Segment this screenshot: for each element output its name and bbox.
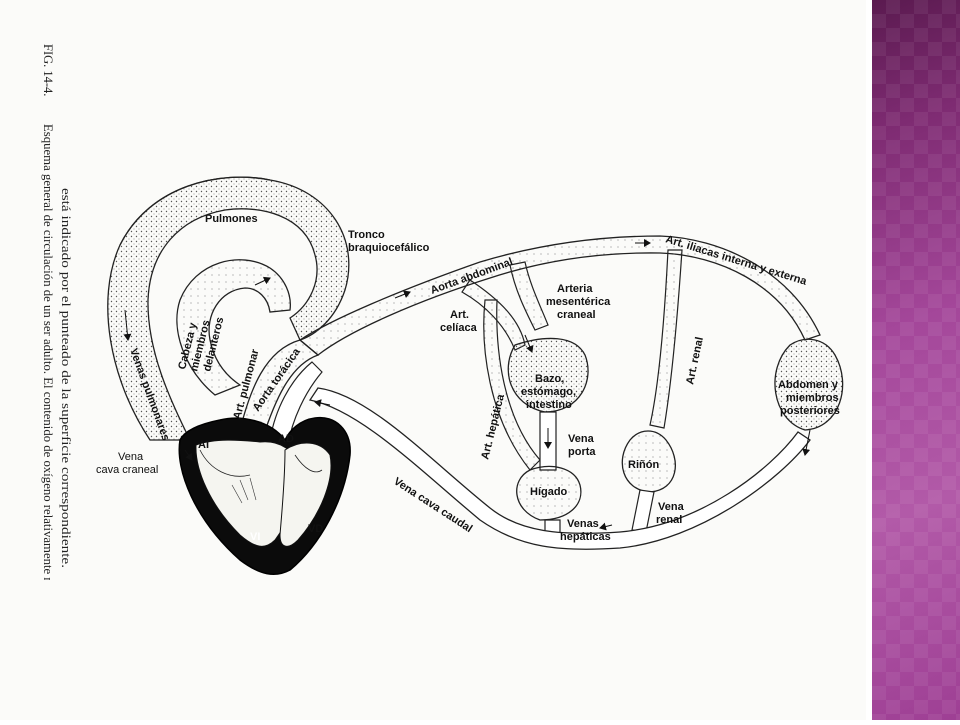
label-tronco-1: Tronco (348, 229, 385, 241)
label-vena-cava-craneal-1: Vena (118, 451, 144, 463)
label-higado: Hígado (530, 486, 568, 498)
label-pulmones: Pulmones (205, 213, 258, 225)
label-bazo-3: intestino (526, 399, 572, 411)
diagram-svg: Pulmones Tronco braquiocefálico Cabeza y… (96, 176, 844, 576)
caption-svg: FIG. 14-4. Esquema general de circulació… (41, 44, 73, 611)
spleen-organ (507, 337, 589, 413)
label-venas-hepaticas-2: hepáticas (560, 531, 611, 543)
label-bazo-2: estómago, (521, 386, 576, 398)
decorative-side-panel (866, 0, 960, 720)
label-vi: VI (250, 531, 260, 543)
label-tronco-2: braquiocefálico (348, 242, 430, 254)
label-ai: AI (198, 439, 209, 451)
label-arteria-1: Arteria (557, 283, 593, 295)
label-ad: AD (278, 433, 294, 445)
label-vena-cava-craneal-2: cava craneal (96, 464, 158, 476)
caption-line2: está indicado por el punteado de la supe… (59, 188, 73, 568)
label-vena-renal-2: renal (656, 514, 682, 526)
abdomen-organ (774, 338, 844, 431)
label-vena-porta-1: Vena (568, 433, 595, 445)
label-art-celiaca-2: celíaca (440, 322, 478, 334)
head-loop (176, 259, 291, 396)
label-abdomen-3: posteriores (780, 405, 840, 417)
label-vena-renal-1: Vena (658, 501, 685, 513)
label-art-hepatica: Art. hepática (479, 392, 507, 460)
label-rinon: Riñón (628, 459, 659, 471)
side-panel-pattern (872, 0, 960, 720)
side-panel-divider (866, 0, 872, 720)
label-art-iliacas: Art. iliacas interna y externa (664, 233, 809, 288)
kidney-organ (621, 430, 676, 493)
label-bazo-1: Bazo, (535, 373, 564, 385)
label-arteria-2: mesentérica (546, 296, 611, 308)
label-art-renal: Art. renal (684, 336, 706, 386)
label-abdomen-1: Abdomen y (778, 379, 839, 391)
label-arteria-3: craneal (557, 309, 596, 321)
label-venas-hepaticas-1: Venas (567, 518, 599, 530)
circulation-diagram: Pulmones Tronco braquiocefálico Cabeza y… (96, 176, 844, 576)
label-vena-porta-2: porta (568, 446, 596, 458)
vena-cava-caudal (308, 387, 811, 550)
caption-line1: Esquema general de circulación de un ser… (41, 124, 55, 580)
caption-fig: FIG. 14-4. (41, 44, 55, 96)
label-art-celiaca-1: Art. (450, 309, 469, 321)
liver-organ (516, 465, 582, 521)
label-abdomen-2: miembros (786, 392, 839, 404)
label-vd: VD (308, 523, 323, 535)
figure-caption: FIG. 14-4. Esquema general de circulació… (30, 40, 80, 611)
